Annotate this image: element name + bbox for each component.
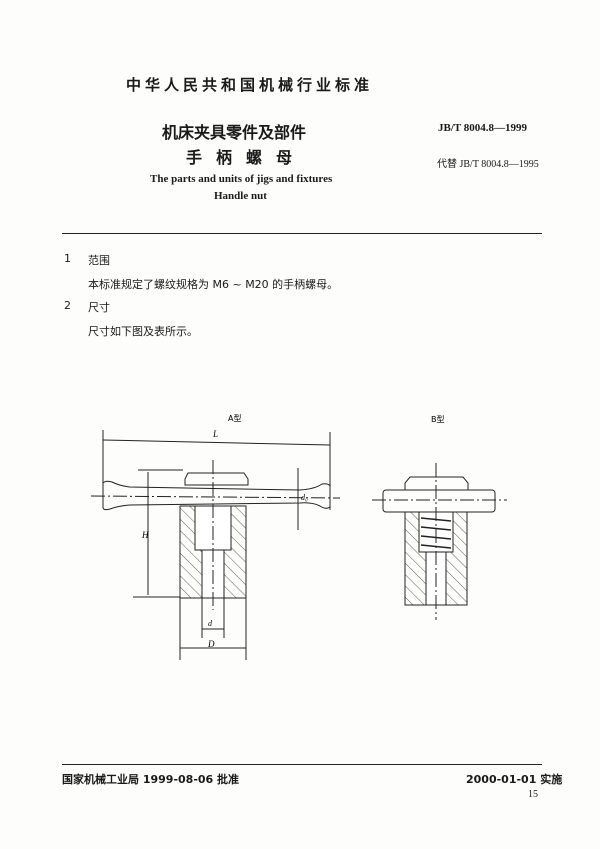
title-en-line2: Handle nut [214, 190, 267, 202]
type-b-view [372, 463, 507, 620]
footer-divider [62, 764, 542, 765]
title-en-line1: The parts and units of jigs and fixtures [150, 173, 333, 185]
effective-date: 2000-01-01 实施 [466, 773, 563, 786]
title-cn-line2: 手柄螺母 [186, 148, 307, 167]
section-1-text: 本标准规定了螺纹规格为 M6 ~ M20 的手柄螺母。 [88, 278, 339, 291]
title-cn-line1: 机床夹具零件及部件 [162, 123, 307, 142]
section-1-number: 1 [64, 252, 71, 265]
page-number: 15 [528, 789, 538, 800]
header-divider [62, 233, 542, 234]
dim-d-label: d [208, 619, 213, 628]
section-2-text: 尺寸如下图及表所示。 [88, 325, 198, 338]
approval-info: 国家机械工业局 1999-08-06 批准 [62, 773, 240, 786]
handle-nut-drawing: A型 B型 L H d₀ d D [90, 414, 507, 660]
dim-D-label: D [207, 639, 215, 649]
section-1-title: 范围 [88, 254, 110, 267]
dim-L-label: L [212, 429, 218, 439]
replaces-standard: 代替 JB/T 8004.8—1995 [437, 159, 539, 170]
type-b-label: B型 [431, 415, 445, 424]
type-a-view [90, 430, 341, 660]
dim-d0-label: d₀ [301, 493, 308, 502]
section-2-number: 2 [64, 299, 71, 312]
issuing-org-header: 中华人民共和国机械行业标准 [126, 76, 374, 94]
type-a-label: A型 [228, 414, 241, 423]
standard-number: JB/T 8004.8—1999 [438, 122, 528, 134]
section-2-title: 尺寸 [88, 301, 110, 314]
dim-H-label: H [141, 530, 149, 540]
